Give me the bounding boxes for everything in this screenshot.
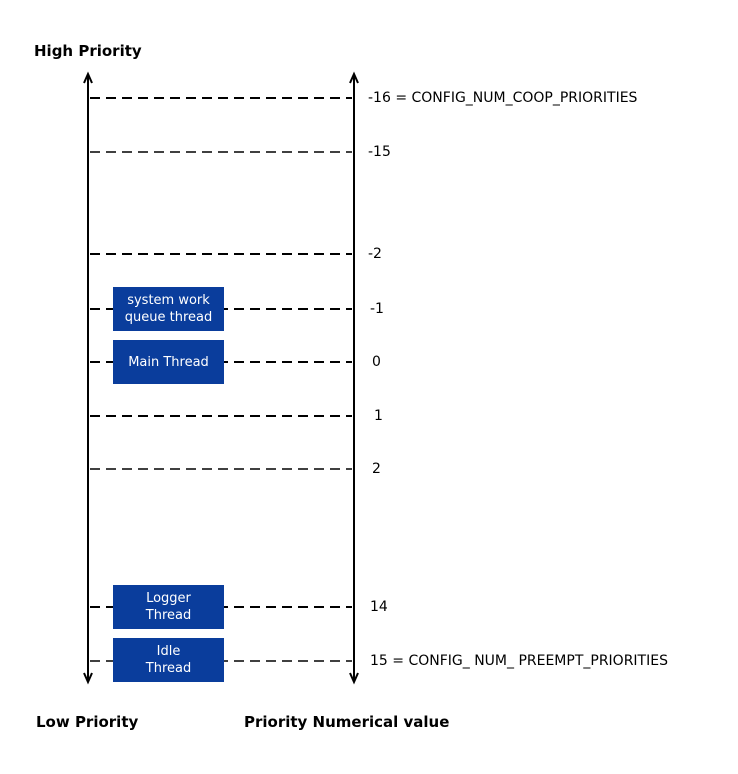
thread-box-idle: Idle Thread xyxy=(113,638,224,682)
level-label-15: 15 = CONFIG_ NUM_ PREEMPT_PRIORITIES xyxy=(370,653,668,669)
level-label-1: 1 xyxy=(374,408,383,424)
level-label-minus1: -1 xyxy=(370,301,384,317)
level-label-14: 14 xyxy=(370,599,388,615)
low-priority-label: Low Priority xyxy=(36,713,139,731)
right-axis-up-arrow xyxy=(349,71,359,84)
level-label-minus16: -16 = CONFIG_NUM_COOP_PRIORITIES xyxy=(368,90,638,106)
left-axis-up-arrow xyxy=(83,71,93,84)
high-priority-label: High Priority xyxy=(34,42,142,60)
level-label-0: 0 xyxy=(372,354,381,370)
level-label-minus15: -15 xyxy=(368,144,391,160)
thread-box-logger: Logger Thread xyxy=(113,585,224,629)
right-axis-down-arrow xyxy=(349,672,359,685)
thread-box-system-work-queue: system work queue thread xyxy=(113,287,224,331)
level-label-minus2: -2 xyxy=(368,246,382,262)
left-axis-down-arrow xyxy=(83,672,93,685)
level-label-2: 2 xyxy=(372,461,381,477)
priority-numerical-value-label: Priority Numerical value xyxy=(244,713,450,731)
thread-box-main: Main Thread xyxy=(113,340,224,384)
